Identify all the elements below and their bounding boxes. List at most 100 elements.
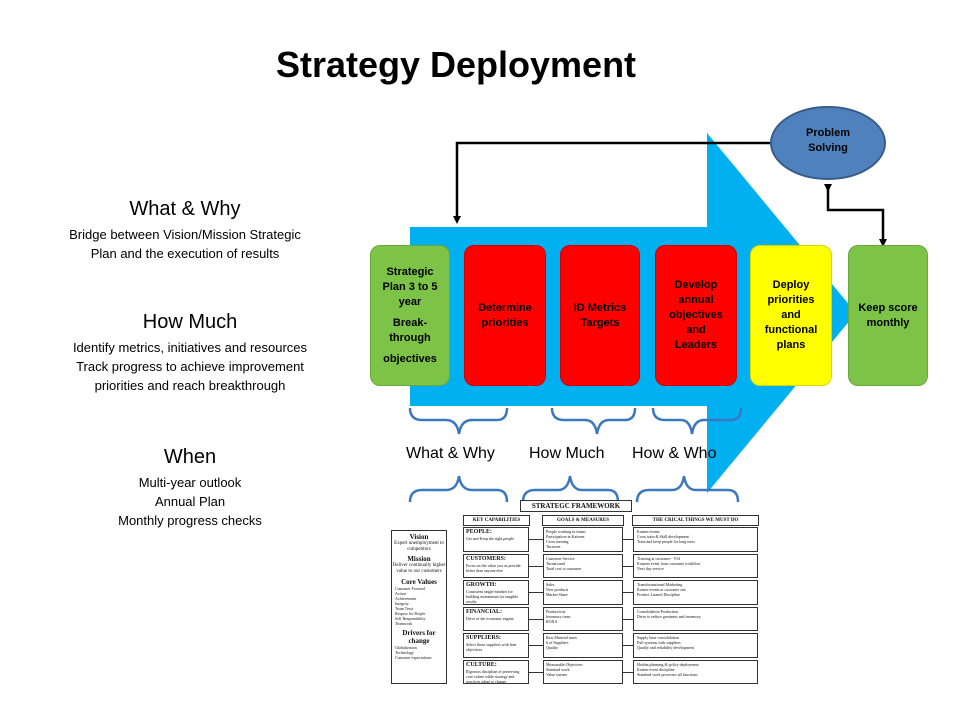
how-much-line: Track progress to achieve improvement <box>76 359 304 374</box>
goal-item: Turnaround <box>546 560 565 566</box>
row-connector <box>529 539 543 541</box>
step-text: plans <box>776 339 806 351</box>
capability-desc: Consistent single mindset for building m… <box>466 589 519 604</box>
step-text: Plan 3 to 5 <box>382 280 438 293</box>
when-heading: When <box>163 446 217 468</box>
capability-label: SUPPLIERS: <box>466 635 502 641</box>
strategic-framework: STRATEGC FRAMEWORK KEY CAPABILITIES GOAL… <box>390 500 765 690</box>
bracket-label-what-why: What & Why <box>406 445 495 462</box>
capability-cell: SUPPLIERS:Select those suppliers with le… <box>463 633 529 658</box>
row-connector <box>623 592 633 594</box>
when-line: Monthly progress checks <box>118 513 262 528</box>
step-text: Determine <box>478 301 532 314</box>
capability-cell: CULTURE:Rigorous discipline of preservin… <box>463 659 529 684</box>
how-much-line: priorities and reach breakthrough <box>94 378 286 393</box>
capability-desc: Focus on the value you as provide better… <box>466 562 521 573</box>
feedback-arrow-line <box>453 141 771 224</box>
row-connector <box>623 671 633 673</box>
step-determine-priorities[interactable]: Determine priorities <box>464 245 546 386</box>
when-line: Multi-year outlook <box>138 475 242 490</box>
goal-item: # of Suppliers <box>546 640 569 645</box>
goal-item: Value stream <box>546 671 567 677</box>
row-connector <box>529 592 543 594</box>
bracket-how-who-top <box>651 407 743 435</box>
capability-label: CUSTOMERS: <box>466 555 506 562</box>
mission-heading: Mission <box>407 555 431 563</box>
framework-title: STRATEGC FRAMEWORK <box>520 500 632 512</box>
drivers-heading: Drivers for change <box>402 629 436 645</box>
when-line: Annual Plan <box>154 494 226 509</box>
step-text: objectives <box>669 309 723 321</box>
capability-label: FINANCIAL: <box>466 608 502 615</box>
action-item: Quality and reliability development <box>637 645 694 650</box>
core-value-item: Self Responsibility <box>395 616 426 621</box>
framework-row: GROWTH:Consistent single mindset for bui… <box>463 580 763 605</box>
framework-header-goals: GOALS & MEASURES <box>542 515 624 526</box>
bracket-label-how-much: How Much <box>529 445 605 462</box>
step-text: and <box>686 324 706 336</box>
step-text: functional <box>764 324 818 336</box>
action-item: Kaizen events <box>637 529 660 534</box>
bracket-what-why-bottom <box>408 475 509 503</box>
vision-text: Expert unemployment to competitors <box>394 541 444 552</box>
step-text: ID Metrics <box>573 301 627 314</box>
capability-label: CULTURE: <box>466 661 497 668</box>
action-item: Training at customer - VSI <box>637 555 680 561</box>
capability-desc: Get and Keep the right people <box>466 536 515 541</box>
step-keep-score[interactable]: Keep score monthly <box>848 245 928 386</box>
capability-label: GROWTH: <box>466 582 497 588</box>
framework-row: SUPPLIERS:Select those suppliers with le… <box>463 633 763 658</box>
how-much-line: Identify metrics, initiatives and resour… <box>72 340 308 355</box>
goal-item: Standard work <box>546 666 570 672</box>
when-text: Multi-year outlook Annual Plan Monthly p… <box>30 473 350 530</box>
goal-item: Raw Material turns <box>546 635 577 640</box>
step-text: priorities <box>481 316 529 329</box>
vision-heading: Vision <box>409 533 429 541</box>
goal-item: Customer Service <box>546 555 575 561</box>
step-text: Leaders <box>674 339 718 351</box>
core-values-list: Customer Focused Action Achievement Inte… <box>392 586 446 626</box>
capability-cell: FINANCIAL:Drive of the economic engine <box>463 606 529 631</box>
framework-row: CUSTOMERS:Focus on the value you as prov… <box>463 553 763 578</box>
action-item: Kaizen event discipline <box>637 666 675 672</box>
what-why-line: Plan and the execution of results <box>90 246 280 261</box>
step-deploy-priorities[interactable]: Deploy priorities and functional plans <box>750 245 832 386</box>
framework-left-column: Vision Expert unemployment to competitor… <box>391 530 447 684</box>
core-value-item: Action <box>395 591 406 596</box>
goal-item: Participation in Kaizens <box>546 534 585 539</box>
goal-item: Inventory turns <box>546 613 571 619</box>
goal-item: Measurable Objectives <box>546 661 583 667</box>
framework-row: CULTURE:Rigorous discipline of preservin… <box>463 659 763 684</box>
core-value-item: Integrity <box>395 601 409 606</box>
what-why-heading: What & Why <box>129 198 241 220</box>
driver-item: Globalization <box>395 645 417 650</box>
row-connector <box>529 645 543 647</box>
row-connector <box>529 671 543 673</box>
step-strategic-plan[interactable]: Strategic Plan 3 to 5 year Break- throug… <box>370 245 450 386</box>
when-section: When Multi-year outlook Annual Plan Mont… <box>30 446 350 530</box>
step-id-metrics[interactable]: ID Metrics Targets <box>560 245 640 386</box>
core-value-item: Achievement <box>395 596 417 601</box>
capability-desc: Drive of the economic engine <box>466 615 514 621</box>
bracket-how-who-bottom <box>635 475 740 503</box>
row-connector <box>529 565 543 567</box>
action-item: Standard work processes all functions <box>637 671 698 677</box>
capability-label: PEOPLE: <box>466 529 493 535</box>
step-develop-objectives[interactable]: Develop annual objectives and Leaders <box>655 245 737 386</box>
core-value-item: Teamwork <box>395 621 413 626</box>
bottom-brackets <box>408 475 740 503</box>
capability-cell: PEOPLE:Get and Keep the right people <box>463 527 529 552</box>
goal-item: Productivity <box>546 608 566 614</box>
how-much-text: Identify metrics, initiatives and resour… <box>30 338 350 395</box>
framework-row: FINANCIAL:Drive of the economic engine Pr… <box>463 606 763 631</box>
action-item: Hoshin planning & policy deployment <box>637 661 699 667</box>
row-connector <box>623 645 633 647</box>
framework-header-capabilities: KEY CAPABILITIES <box>463 515 530 526</box>
step-text: priorities <box>767 294 815 306</box>
